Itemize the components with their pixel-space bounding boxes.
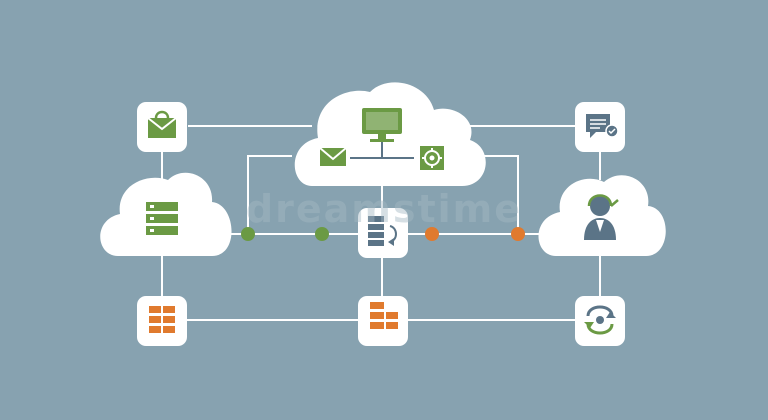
connector-dot-green-2 (315, 227, 329, 241)
database-icon (368, 216, 397, 246)
sync-people-icon (584, 305, 616, 335)
email-icon (319, 147, 347, 166)
mail-box (137, 102, 187, 152)
left-cloud (100, 172, 232, 256)
storage-left-box (137, 296, 187, 346)
storage-icon (149, 306, 175, 333)
server-rack-icon (146, 202, 178, 235)
watermark-text: dreamstime (246, 187, 522, 231)
support-agent-icon (584, 194, 619, 240)
connector-dot-orange-1 (425, 227, 439, 241)
top-cloud (294, 82, 486, 186)
database-box (358, 208, 408, 258)
chat-approved-icon (586, 114, 619, 138)
chat-box (575, 102, 625, 152)
connector-dot-green-1 (241, 227, 255, 241)
storage-stack-icon (370, 302, 398, 329)
storage-center-box (358, 296, 408, 346)
connector-dot-orange-2 (511, 227, 525, 241)
right-cloud (538, 175, 666, 256)
secure-mail-icon (147, 110, 177, 138)
sync-box (575, 296, 625, 346)
monitor-icon (362, 108, 402, 142)
settings-gear-icon (420, 146, 444, 170)
